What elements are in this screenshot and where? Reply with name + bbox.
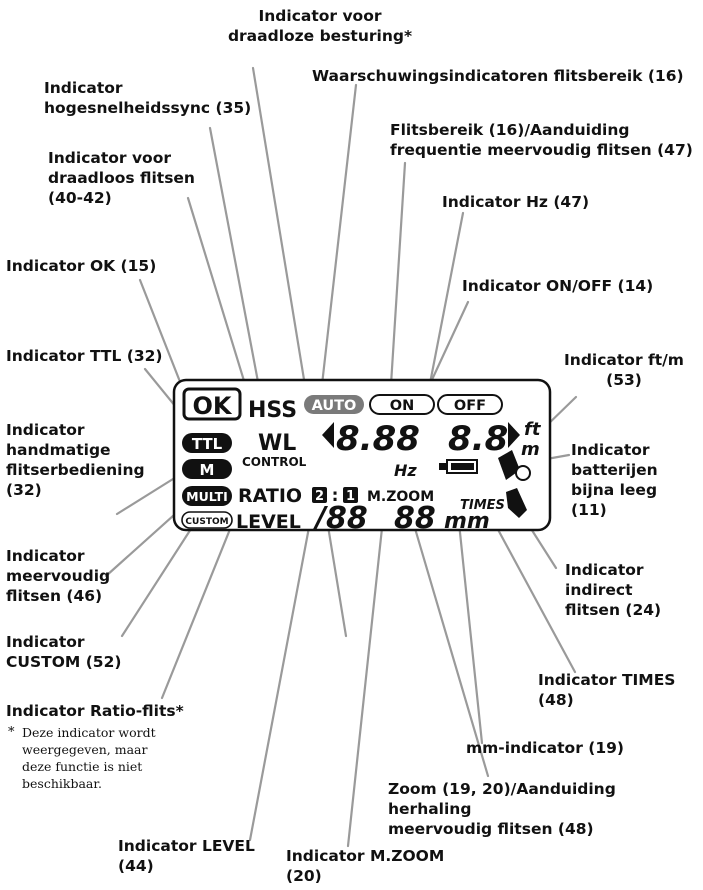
label-hz: Indicator Hz (47)	[442, 193, 590, 211]
lcd-ratio-colon: :	[332, 486, 339, 506]
lcd-ok-box	[182, 387, 242, 421]
lcd-m-unit-text: m	[521, 439, 540, 460]
leader-wireless-control	[251, 66, 348, 638]
lcd-auto-pill	[304, 395, 364, 414]
lcd-ratio-a-box	[312, 487, 327, 503]
lcd-level-text: LEVEL	[236, 511, 301, 533]
label-range-warning: Waarschuwingsindicatoren flitsbereik (16…	[312, 67, 684, 85]
footnote-star: *	[8, 725, 15, 740]
leader-mzoom	[346, 498, 387, 848]
lcd-off-text: OFF	[454, 398, 486, 414]
label-ok: Indicator OK (15)	[6, 257, 157, 275]
leader-hss	[208, 126, 264, 405]
lcd-mm-text: mm	[444, 509, 490, 534]
leader-onoff	[428, 300, 470, 386]
label-multi: Indicator meervoudig flitsen (46)	[6, 547, 111, 605]
lcd-m-text: M	[200, 461, 215, 479]
lcd-m-pill	[182, 459, 232, 479]
label-battery: Indicator batterijen bijna leeg (11)	[571, 441, 658, 519]
label-ratio: Indicator Ratio-flits*	[6, 702, 184, 720]
lcd-on-pill	[369, 394, 435, 415]
label-hss: Indicator hogesnelheidssync (35)	[44, 79, 252, 117]
lcd-bounce-icon	[498, 450, 531, 518]
lcd-range-warning-left	[322, 422, 334, 448]
lcd-hz-text: Hz	[394, 461, 417, 480]
lcd-ok-text: OK	[193, 392, 233, 420]
label-custom: Indicator CUSTOM (52)	[6, 633, 122, 671]
label-manual: Indicator handmatige flitserbediening (3…	[6, 421, 145, 499]
lcd-ttl-pill	[182, 433, 232, 453]
lcd-off-pill	[437, 394, 503, 415]
leader-range-warning	[316, 83, 358, 422]
label-mm: mm-indicator (19)	[466, 739, 624, 757]
lcd-custom-pill	[181, 511, 233, 529]
label-mzoom: Indicator M.ZOOM (20)	[286, 847, 445, 885]
leader-custom	[120, 516, 200, 638]
label-range-freq: Flitsbereik (16)/Aanduiding frequentie m…	[390, 121, 693, 159]
lcd-auto-text: AUTO	[312, 398, 357, 414]
label-wireless-flash: Indicator voor draadloos flitsen (40-42)	[48, 149, 195, 207]
leader-mm	[457, 521, 484, 745]
leader-ok	[138, 278, 188, 399]
lcd-range-digits-b: 8.8	[448, 419, 508, 459]
label-ftm: Indicator ft/m (53)	[564, 351, 684, 389]
lcd-hss-text: HSS	[248, 398, 297, 423]
label-bounce: Indicator indirect flitsen (24)	[565, 561, 662, 619]
lcd-range-warning-right	[508, 422, 520, 448]
lcd-ft-text: ft	[524, 419, 542, 440]
label-level: Indicator LEVEL (44)	[118, 837, 255, 875]
lcd-ratio-b-box	[343, 487, 358, 503]
lcd-range-digits: 8.88	[336, 419, 420, 459]
lcd-custom-text: CUSTOM	[185, 517, 228, 527]
footnote-text: Deze indicator wordt weergegeven, maar d…	[22, 725, 156, 791]
label-times: Indicator TIMES (48)	[538, 671, 676, 709]
lcd-multi-digits: /88	[312, 501, 368, 536]
lcd-ratio-a-text: 2	[315, 489, 324, 504]
label-wireless-control: Indicator voor draadloze besturing*	[227, 7, 413, 45]
label-zoom: Zoom (19, 20)/Aanduiding herhaling meerv…	[388, 780, 616, 838]
leader-zoom	[412, 523, 490, 778]
lcd-control-text: CONTROL	[242, 455, 307, 469]
lcd-ttl-text: TTL	[192, 435, 223, 453]
lcd-multi-pill	[182, 486, 232, 506]
lcd-ratio-b-text: 1	[346, 489, 355, 504]
lcd-battery-icon	[439, 459, 478, 474]
lcd-panel: OK HSS AUTO ON OFF TTL WL CONTROL M MULT…	[172, 378, 552, 536]
lcd-frame	[172, 378, 552, 532]
lcd-mzoom-text: M.ZOOM	[367, 489, 434, 505]
lcd-on-text: ON	[390, 398, 414, 414]
label-ttl: Indicator TTL (32)	[6, 347, 163, 365]
lcd-multi-text: MULTI	[186, 489, 228, 504]
lcd-wl-text: WL	[258, 431, 296, 456]
leader-level	[248, 520, 312, 842]
lcd-ratio-text: RATIO	[238, 485, 302, 507]
lcd-times-text: TIMES	[460, 498, 505, 513]
label-onoff: Indicator ON/OFF (14)	[462, 277, 654, 295]
lcd-zoom-digits: 88	[394, 501, 436, 536]
